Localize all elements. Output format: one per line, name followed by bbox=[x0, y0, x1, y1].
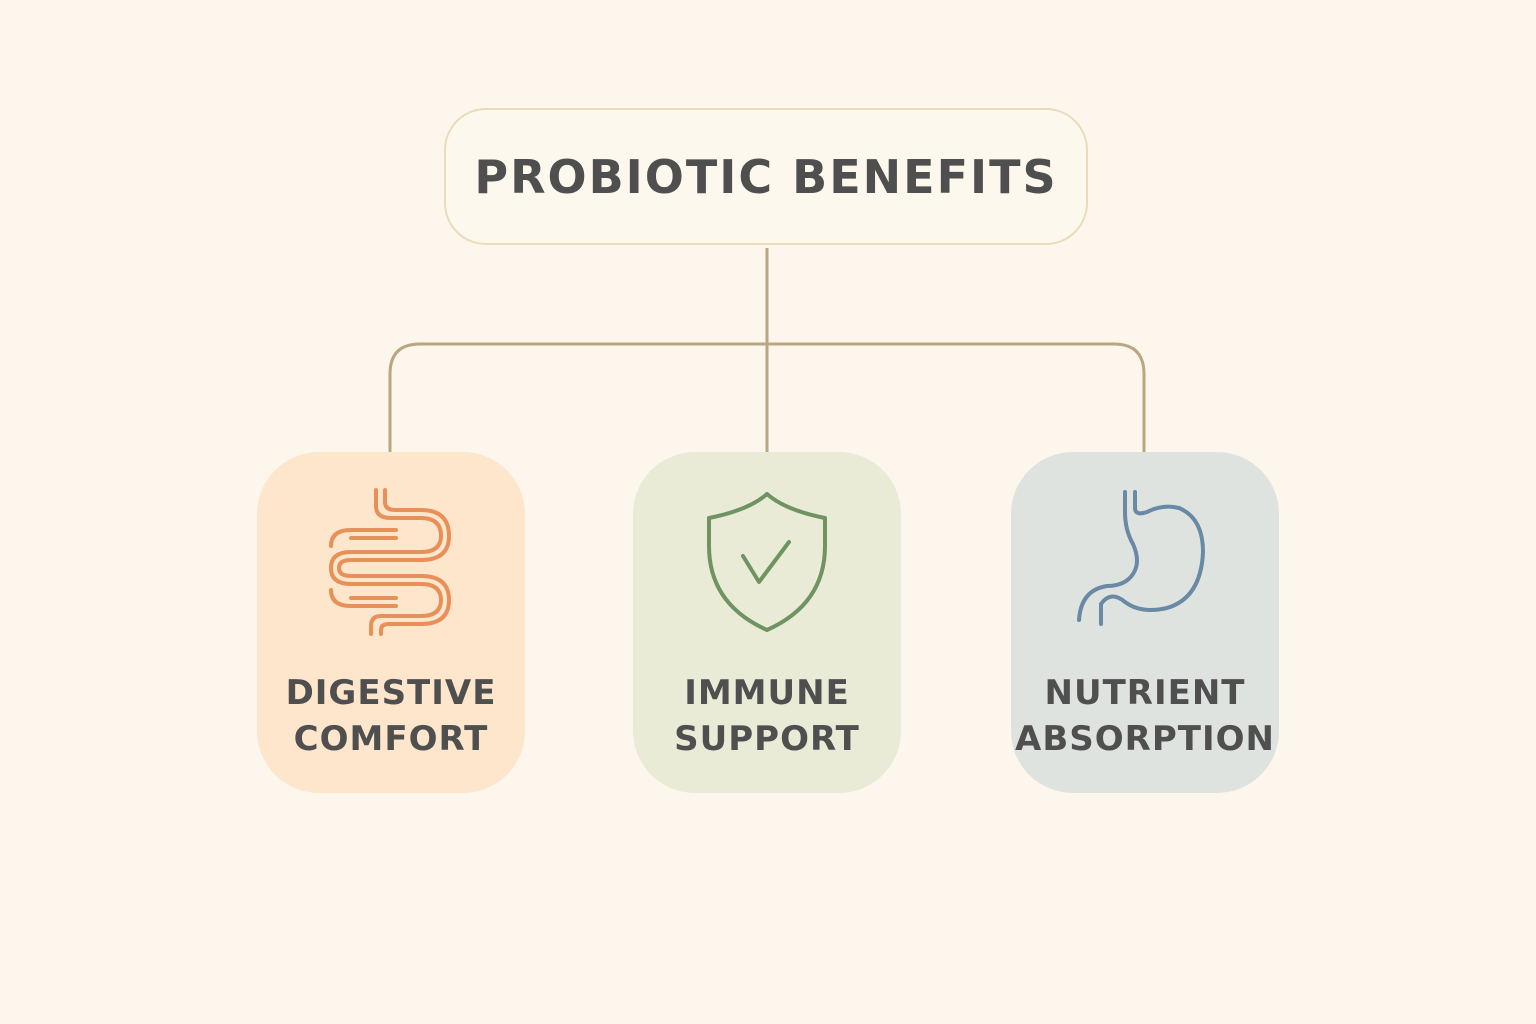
diagram-title: PROBIOTIC BENEFITS bbox=[474, 149, 1058, 204]
benefit-label-line1: IMMUNE bbox=[684, 673, 850, 713]
benefit-label-line2: COMFORT bbox=[293, 719, 489, 759]
stomach-icon bbox=[1077, 490, 1206, 626]
benefit-label-line1: NUTRIENT bbox=[1044, 673, 1246, 713]
benefit-card-immune: IMMUNE SUPPORT bbox=[633, 452, 901, 793]
intestine-icon bbox=[328, 488, 452, 636]
benefit-card-nutrient: NUTRIENT ABSORPTION bbox=[1011, 452, 1279, 793]
benefit-label-line2: SUPPORT bbox=[674, 719, 860, 759]
benefit-label-line1: DIGESTIVE bbox=[285, 673, 497, 713]
connector-branch bbox=[388, 342, 1146, 452]
benefit-label-line2: ABSORPTION bbox=[1015, 719, 1275, 759]
shield-check-icon bbox=[707, 492, 827, 632]
title-node: PROBIOTIC BENEFITS bbox=[444, 108, 1088, 245]
benefit-card-digestive: DIGESTIVE COMFORT bbox=[257, 452, 525, 793]
